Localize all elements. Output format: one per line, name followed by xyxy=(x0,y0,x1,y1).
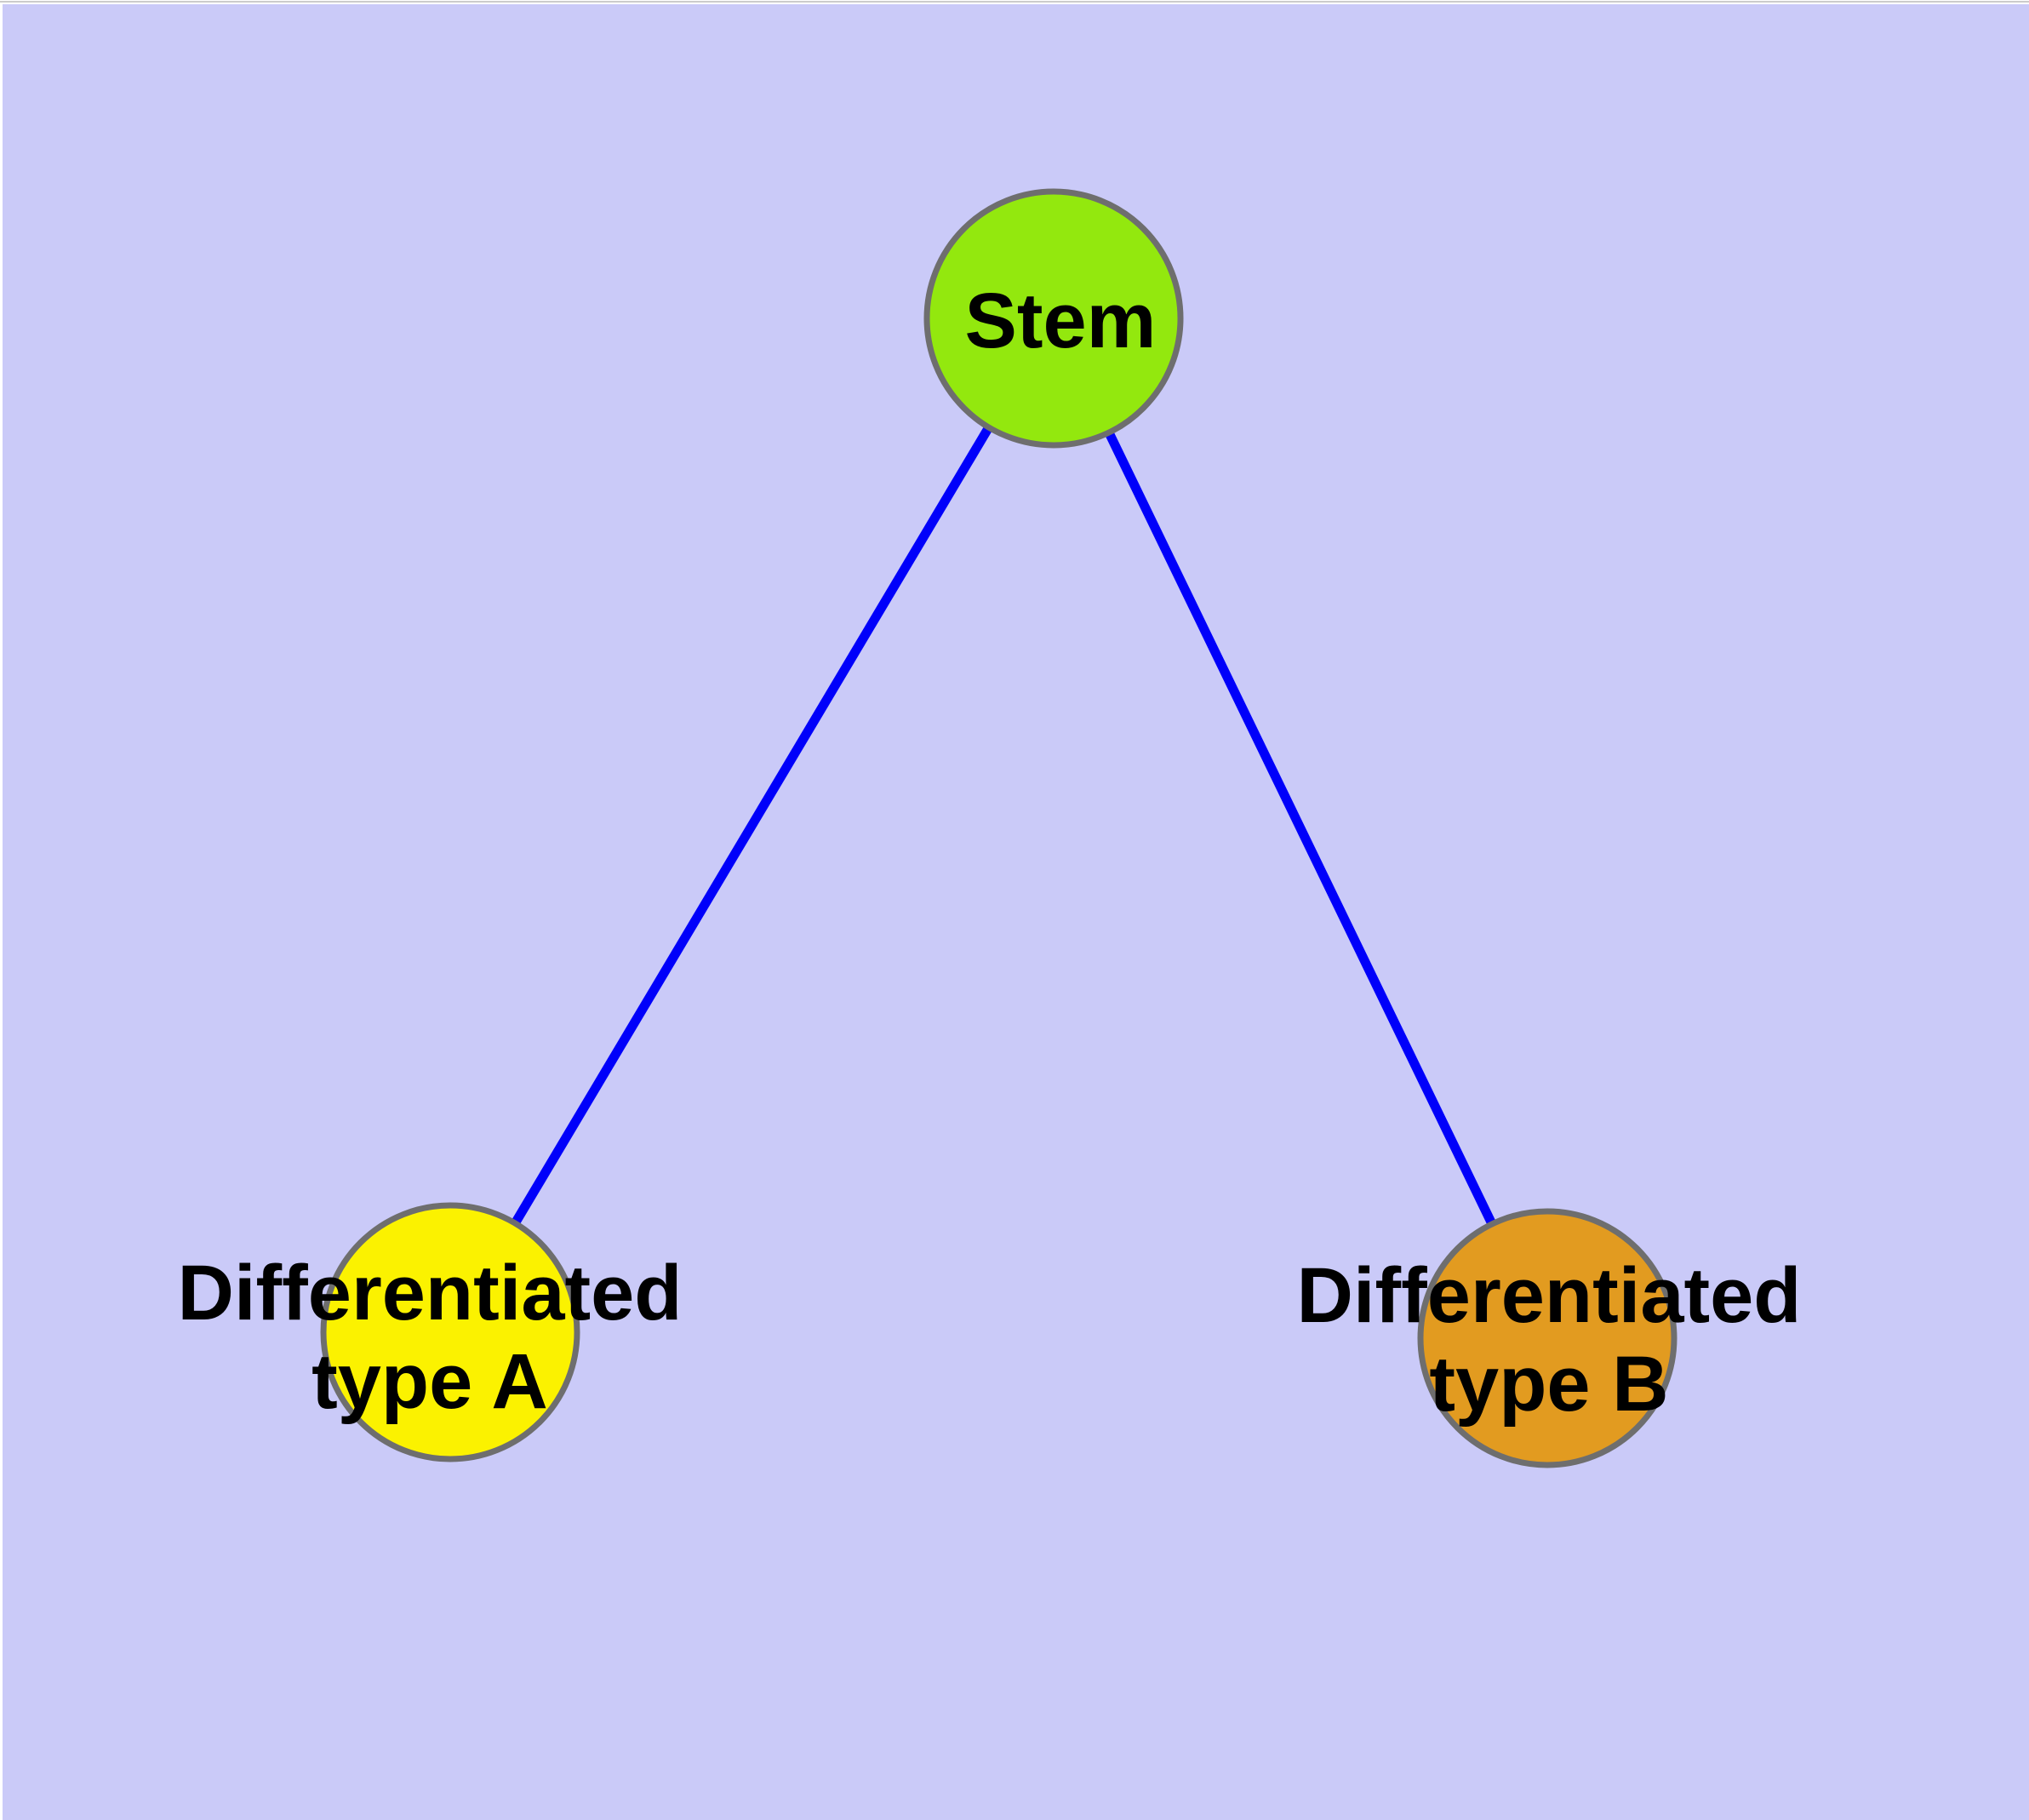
node-type-b-label-line1: Differentiated xyxy=(1297,1252,1802,1339)
node-type-b-circle[interactable] xyxy=(1417,1208,1677,1468)
node-type-b: Differentiated type B xyxy=(1297,1208,1802,1468)
node-stem: Stem xyxy=(923,188,1184,449)
node-type-a-label-line1: Differentiated xyxy=(178,1250,683,1336)
node-type-a-circle[interactable] xyxy=(320,1202,580,1462)
edge-stem-to-type-a xyxy=(446,316,1058,1335)
edge-stem-to-type-b xyxy=(1049,316,1552,1341)
node-type-a-label-line2: type A xyxy=(311,1338,548,1425)
node-type-b-label-line2: type B xyxy=(1429,1341,1668,1428)
node-stem-circle[interactable] xyxy=(923,188,1184,449)
top-window-line xyxy=(0,1,2029,3)
edges xyxy=(446,316,1552,1341)
node-type-a: Differentiated type A xyxy=(178,1202,683,1462)
node-stem-label: Stem xyxy=(965,278,1157,364)
